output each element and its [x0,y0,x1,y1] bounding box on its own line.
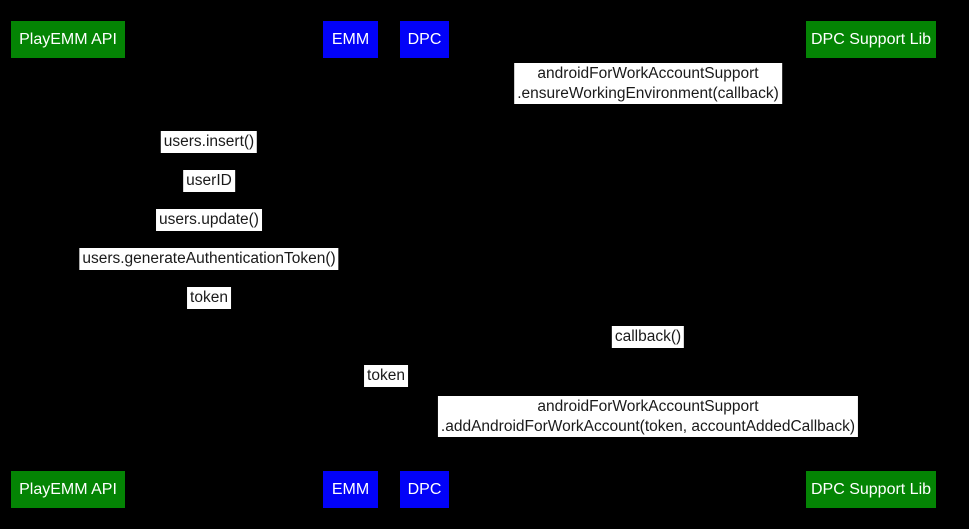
message-line: .addAndroidForWorkAccount(token, account… [440,417,856,435]
message-users-update: users.update() [156,209,262,231]
actor-playemm-api-top: PlayEMM API [11,21,125,58]
message-userid: userID [183,170,235,192]
message-line: .ensureWorkingEnvironment(callback) [517,84,779,102]
actor-dpc-support-lib-top: DPC Support Lib [806,21,936,58]
message-line: androidForWorkAccountSupport [537,398,759,415]
actor-dpc-top: DPC [400,21,449,58]
message-users-insert: users.insert() [160,131,258,153]
message-token-2: token [364,365,408,387]
actor-emm-bottom: EMM [323,471,378,508]
message-token-1: token [187,287,231,309]
message-line: androidForWorkAccountSupport [537,65,759,82]
message-callback: callback() [611,326,685,348]
actor-dpc-bottom: DPC [400,471,449,508]
message-users-generate-authentication-token: users.generateAuthenticationToken() [79,248,339,270]
message-ensure-working-environment: androidForWorkAccountSupport .ensureWork… [514,63,782,104]
actor-playemm-api-bottom: PlayEMM API [11,471,125,508]
actor-emm-top: EMM [323,21,378,58]
message-add-android-for-work-account: androidForWorkAccountSupport .addAndroid… [437,396,859,437]
actor-dpc-support-lib-bottom: DPC Support Lib [806,471,936,508]
